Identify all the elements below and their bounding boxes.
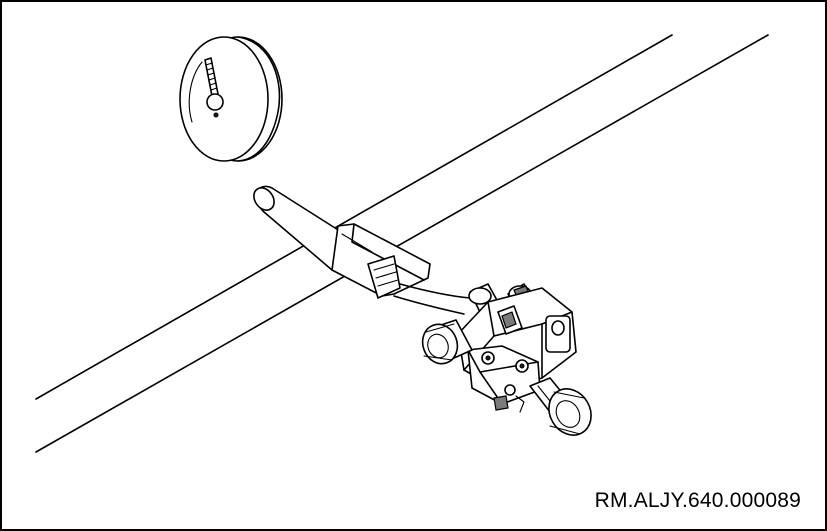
mounting-sleeve: [253, 185, 471, 315]
inlet-fitting: [421, 319, 473, 365]
figure-reference-code: RM.ALJY.640.000089: [594, 489, 801, 512]
rail-pipe: [35, 34, 769, 453]
grommet-seal: [179, 36, 283, 162]
fuel-filter-assembly: [457, 283, 577, 413]
outlet-fitting: [529, 377, 592, 436]
screw-icon: [204, 57, 224, 118]
